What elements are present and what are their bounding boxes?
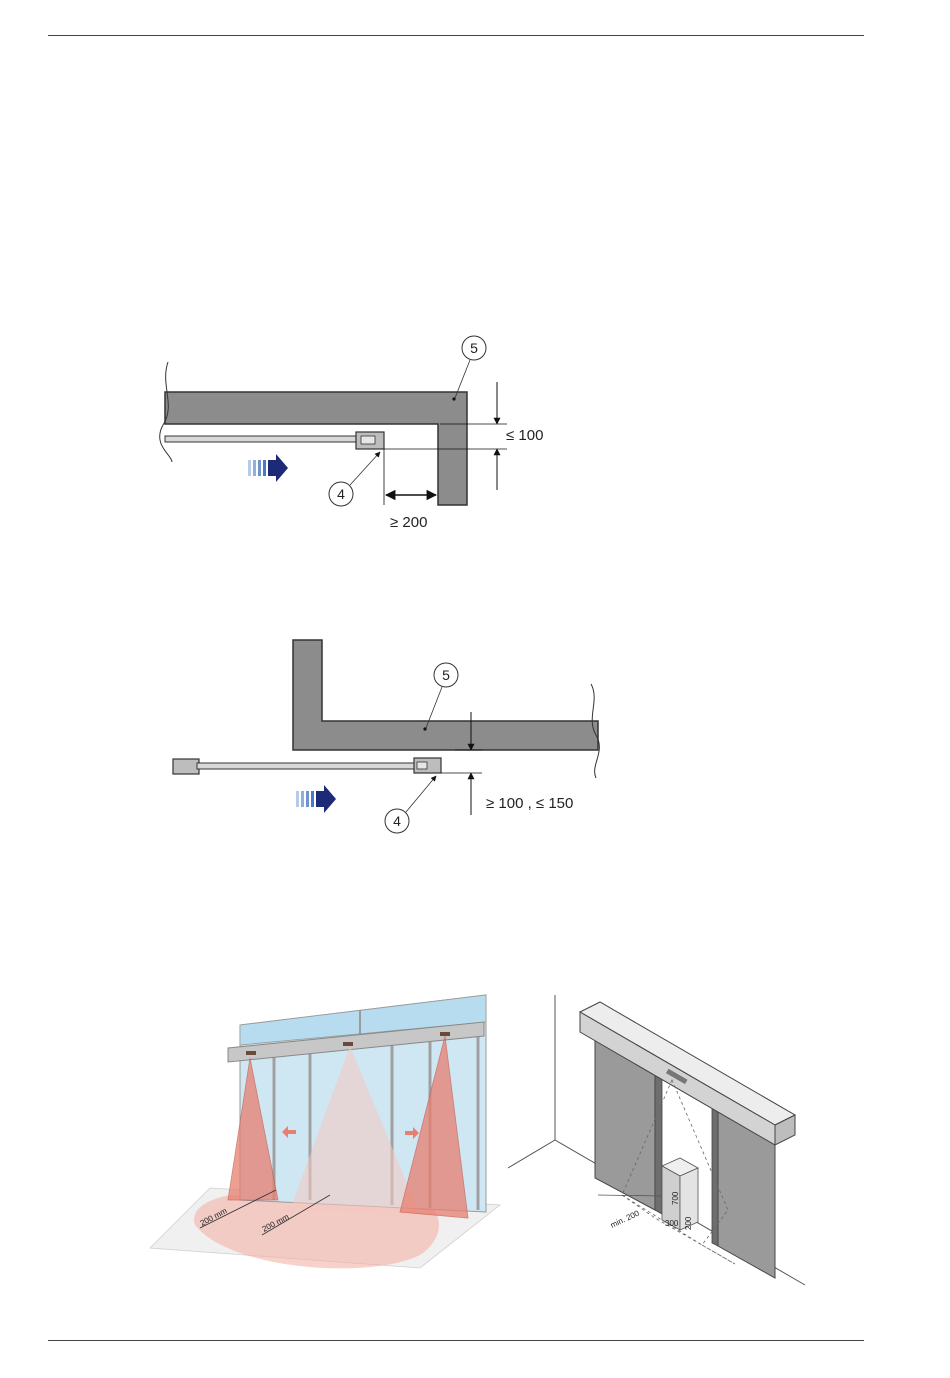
figure-3-sensor-detection-fields: 200 mm 200 mm <box>148 990 508 1275</box>
dimension-min-label: min. 200 <box>609 1208 641 1229</box>
callout-5-label: 5 <box>470 340 478 356</box>
callout-5: 5 <box>452 336 486 401</box>
door-leaf <box>173 758 441 774</box>
wall-section <box>160 362 467 505</box>
dimension-vertical-label: ≤ 100 <box>506 427 543 444</box>
dimension-horizontal-label: ≥ 200 <box>390 514 427 531</box>
direction-arrow-icon <box>296 785 336 813</box>
figure-2-wall-offset-sensor: 5 4 ≥ 100 , ≤ 150 <box>160 630 600 845</box>
callout-4: 4 <box>329 452 380 506</box>
dimension-vertical-label: ≥ 100 , ≤ 150 <box>486 795 573 812</box>
box-height-label: 700 <box>671 1191 680 1205</box>
direction-arrow-icon <box>248 454 288 482</box>
figure-1-wall-corner-sensor: 5 4 ≤ 100 ≥ 200 <box>150 330 580 540</box>
box-width-label: 200 <box>684 1216 693 1230</box>
wall-section <box>293 640 599 778</box>
box-depth-label: 300 <box>665 1219 679 1228</box>
callout-4: 4 <box>385 776 436 833</box>
footer-rule <box>48 1340 864 1341</box>
callout-4-label: 4 <box>337 486 345 502</box>
door-leaf <box>165 432 384 449</box>
header-rule <box>48 35 864 36</box>
callout-5-label: 5 <box>442 667 450 683</box>
callout-4-label: 4 <box>393 813 401 829</box>
figure-4-door-test-body: min. 200 700 300 200 <box>505 995 810 1290</box>
